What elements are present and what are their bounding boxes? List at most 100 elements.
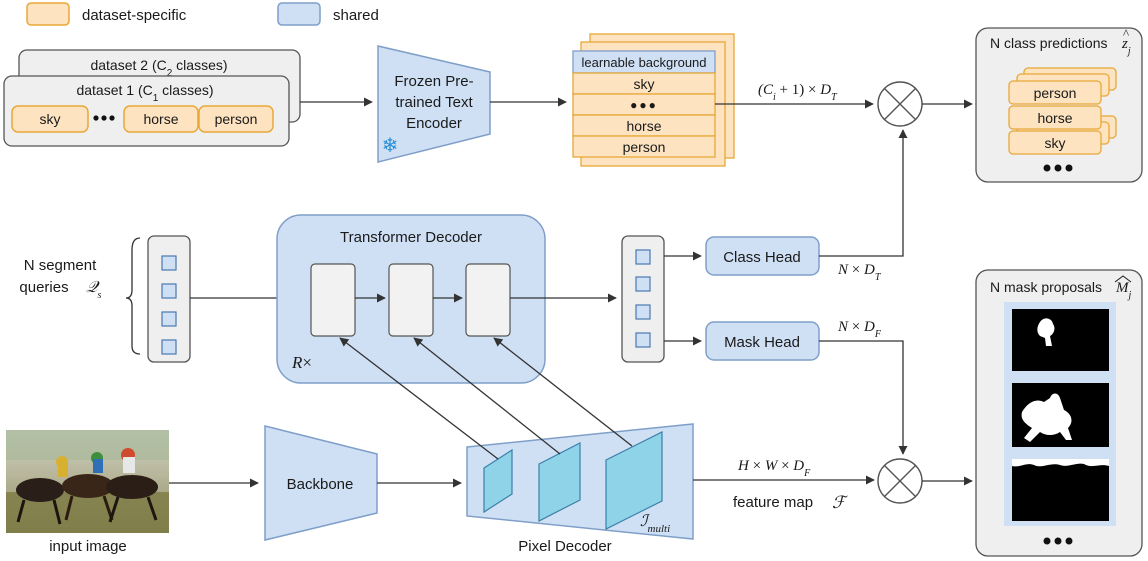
class-chip	[198, 105, 274, 133]
ellipsis-dot	[1054, 537, 1062, 545]
embedding-stack: learnable background sky ●●● horse perso…	[572, 33, 735, 167]
mask-proposals-symbol: Mj	[1115, 280, 1132, 301]
queries-container	[147, 235, 191, 363]
ellipsis-dot	[1043, 537, 1051, 545]
legend-shared-label: shared	[333, 7, 379, 24]
feature-level-medium	[538, 442, 581, 522]
product-operator-top	[877, 81, 923, 127]
embedding-row-label: learnable background	[581, 55, 706, 70]
feature-dim-label: H × W × DF	[737, 458, 811, 479]
input-image: input image	[6, 430, 169, 555]
text-encoder-line3: Encoder	[406, 115, 462, 132]
legend-dataset-specific-swatch	[26, 2, 70, 26]
product-operator-bottom	[877, 458, 923, 504]
arrow-feature-large-to-layer3	[493, 337, 633, 447]
ellipsis-dot	[101, 115, 107, 121]
arrow-feature-medium-to-layer2	[413, 337, 561, 455]
prediction-item	[1008, 80, 1102, 105]
class-predictions-title: N class predictions	[990, 35, 1108, 51]
mask-proposal	[1012, 309, 1109, 371]
ellipsis-dot	[109, 115, 115, 121]
query-token	[161, 311, 177, 327]
ellipsis-dot	[1065, 537, 1073, 545]
class-chip	[11, 105, 89, 133]
decoder-layer	[465, 263, 511, 337]
dataset-panels: dataset 2 (C2 classes) dataset 1 (C1 cla…	[3, 49, 301, 147]
arrow-feature-small-to-layer1	[339, 337, 499, 460]
ellipsis-dot	[1054, 164, 1062, 172]
mask-proposals-title: N mask proposals	[990, 279, 1102, 295]
query-token	[161, 283, 177, 299]
dataset1-title: dataset 1 (C1 classes)	[76, 82, 213, 104]
transformer-repeat-label: R×	[291, 353, 312, 372]
pixel-decoder-label: Pixel Decoder	[518, 538, 611, 555]
feature-level-large	[605, 431, 663, 530]
input-image-label: input image	[49, 538, 127, 555]
transformer-decoder: Transformer Decoder R×	[276, 214, 546, 384]
prediction-item-label: sky	[1045, 135, 1066, 151]
mask-head-dim-label: N × DF	[837, 319, 882, 340]
feature-map-label: feature map	[733, 494, 813, 511]
arrow-mask-head-to-product	[819, 340, 908, 455]
backbone-shape	[264, 425, 378, 541]
ellipsis-dot	[1043, 164, 1051, 172]
prediction-item	[1008, 130, 1102, 155]
prediction-item-label: person	[1034, 85, 1077, 101]
ellipsis-dot	[1065, 164, 1073, 172]
class-predictions-hat: ^	[1123, 26, 1129, 41]
text-encoder-shape	[377, 45, 491, 163]
prediction-heads: Class Head Mask Head	[705, 236, 820, 361]
legend-shared-swatch	[277, 2, 321, 26]
class-head-label: Class Head	[723, 249, 801, 266]
class-chip	[123, 105, 199, 133]
decoder-layer	[310, 263, 356, 337]
transformer-decoder-title: Transformer Decoder	[340, 229, 482, 246]
output-token	[635, 304, 651, 320]
class-chip-label: person	[215, 111, 258, 127]
backbone: Backbone	[264, 425, 378, 541]
embedding-row-label: sky	[634, 76, 655, 92]
query-token	[161, 339, 177, 355]
class-predictions-panel: N class predictions zj ^ person horse sk…	[975, 26, 1143, 183]
segment-queries: N segment queries 𝒬s	[19, 235, 191, 363]
output-token	[635, 332, 651, 348]
class-chip-label: sky	[40, 111, 61, 127]
embedding-dim-label: (Ci + 1) × DT	[758, 82, 838, 103]
class-chip-label: horse	[143, 111, 178, 127]
embedding-row-label: horse	[626, 118, 661, 134]
dataset2-title: dataset 2 (C2 classes)	[90, 57, 227, 79]
queries-brace	[125, 237, 141, 355]
snowflake-icon: ❄	[382, 135, 399, 157]
arrow-class-head-to-product	[819, 129, 908, 257]
class-head-dim-label: N × DT	[837, 262, 882, 283]
mask-proposals-panel: N mask proposals Mj	[975, 269, 1143, 557]
text-encoder-line1: Frozen Pre-	[394, 73, 473, 90]
embedding-row-label: ●●●	[630, 98, 658, 112]
text-encoder-line2: trained Text	[395, 94, 473, 111]
prediction-item	[1008, 105, 1102, 130]
feature-map-symbol: ℱ	[832, 493, 849, 512]
queries-label-line2: queries	[19, 279, 68, 296]
output-token	[635, 249, 651, 265]
decoder-outputs-container	[621, 235, 665, 363]
queries-label-line1: N segment	[24, 257, 97, 274]
ellipsis-dot	[93, 115, 99, 121]
text-encoder: Frozen Pre- trained Text Encoder ❄	[377, 45, 491, 163]
decoder-layer	[388, 263, 434, 337]
prediction-item-label: horse	[1037, 110, 1072, 126]
mask-proposal	[1012, 459, 1109, 521]
legend: dataset-specific shared	[26, 2, 379, 26]
mask-head-label: Mask Head	[724, 334, 800, 351]
feature-level-small	[483, 448, 513, 514]
query-token	[161, 255, 177, 271]
queries-symbol: 𝒬s	[86, 279, 102, 301]
legend-dataset-specific-label: dataset-specific	[82, 7, 187, 24]
pixel-decoder: ℐmulti Pixel Decoder	[466, 423, 694, 555]
output-token	[635, 276, 651, 292]
decoder-outputs	[621, 235, 665, 363]
backbone-label: Backbone	[287, 476, 354, 493]
embedding-row-label: person	[623, 139, 666, 155]
class-predictions-symbol: zj	[1121, 36, 1131, 57]
embedding-row	[572, 135, 716, 158]
